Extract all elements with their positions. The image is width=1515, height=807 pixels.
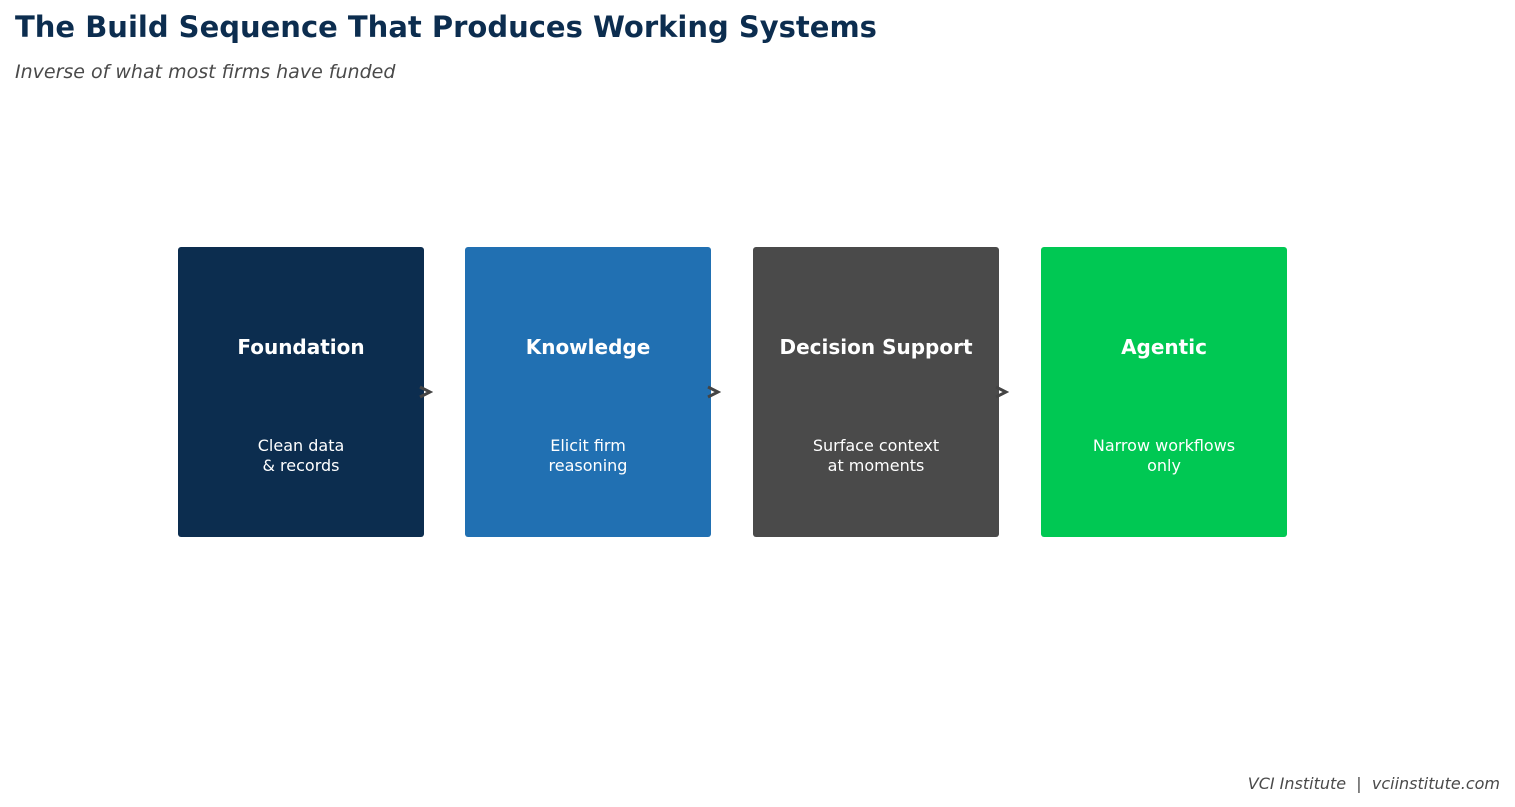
stage-title: Foundation — [237, 335, 365, 359]
stage-description: Surface context at moments — [812, 436, 940, 475]
stage-foundation: Foundation Clean data & records — [178, 247, 424, 537]
arrow-right-icon — [995, 385, 1009, 399]
stage-description: Elicit firm reasoning — [548, 436, 628, 475]
stage-description: Narrow workflows only — [1092, 436, 1236, 475]
stage-decision-support: Decision Support Surface context at mome… — [753, 247, 999, 537]
stage-knowledge: Knowledge Elicit firm reasoning — [465, 247, 711, 537]
arrow-right-icon — [419, 385, 433, 399]
stage-title: Knowledge — [525, 335, 651, 359]
stage-title: Agentic — [1121, 335, 1207, 359]
arrow-right-icon — [707, 385, 721, 399]
stage-description: Clean data & records — [257, 436, 345, 475]
page-title: The Build Sequence That Produces Working… — [15, 10, 877, 44]
page-subtitle: Inverse of what most firms have funded — [15, 61, 396, 83]
stage-title: Decision Support — [779, 335, 973, 359]
footer-credit: VCI Institute | vciinstitute.com — [1247, 774, 1500, 793]
stage-agentic: Agentic Narrow workflows only — [1041, 247, 1287, 537]
